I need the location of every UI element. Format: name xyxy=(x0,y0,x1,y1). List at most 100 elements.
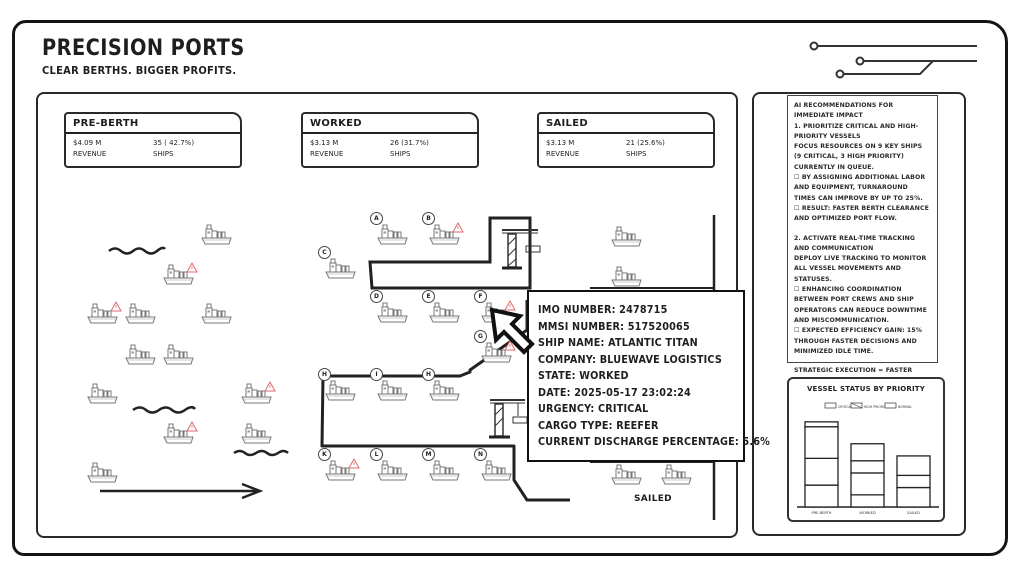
ai-rec-1-title: 1. PRIORITIZE CRITICAL AND HIGH-PRIORITY… xyxy=(794,122,919,140)
app-title: PRECISION PORTS xyxy=(42,36,245,61)
vessel-icon[interactable] xyxy=(480,458,514,482)
card-ships: 35 ( 42.7%) xyxy=(153,139,195,147)
legend-swatch xyxy=(824,402,837,409)
legend-label: CRITICAL xyxy=(838,405,853,409)
tooltip-discharge: CURRENT DISCHARGE PERCENTAGE: 5.6% xyxy=(538,436,771,448)
vessel-icon[interactable] xyxy=(610,264,644,288)
bar-segment xyxy=(850,472,885,496)
berth-label: D xyxy=(370,290,383,303)
app-tagline: CLEAR BERTHS. BIGGER PROFITS. xyxy=(42,64,237,77)
vessel-icon[interactable] xyxy=(86,460,120,484)
vessel-icon[interactable] xyxy=(376,222,410,246)
ai-heading: AI RECOMMENDATIONS FOR IMMEDIATE IMPACT xyxy=(794,102,894,120)
vessel-icon[interactable] xyxy=(240,421,274,445)
vessel-icon[interactable] xyxy=(376,300,410,324)
circuit-logo-icon xyxy=(809,41,977,79)
ai-rec-1-point: ☐ RESULT: FASTER BERTH CLEARANCE AND OPT… xyxy=(794,204,929,223)
berth-label: G xyxy=(474,330,487,343)
vessel-icon[interactable] xyxy=(162,262,196,286)
ai-summary: STRATEGIC EXECUTION = FASTER xyxy=(794,367,913,375)
vessel-icon[interactable] xyxy=(324,458,358,482)
warning-icon xyxy=(348,454,360,469)
ai-rec-2-point: ☐ EXPECTED EFFICIENCY GAIN: 15% THROUGH … xyxy=(794,327,923,355)
vessel-icon[interactable] xyxy=(162,342,196,366)
flow-arrow-icon xyxy=(100,482,264,500)
card-title: SAILED xyxy=(539,114,713,134)
ai-rec-2-body: DEPLOY LIVE TRACKING TO MONITOR ALL VESS… xyxy=(794,255,927,283)
vessel-tooltip: IMO NUMBER: 2478715 MMSI NUMBER: 5175200… xyxy=(527,290,771,462)
berth-label: I xyxy=(370,368,383,381)
bar-segment xyxy=(850,494,885,508)
warning-icon xyxy=(452,218,464,233)
tooltip-date: DATE: 2025-05-17 23:02:24 xyxy=(538,386,691,399)
card-ships: 26 (31.7%) xyxy=(390,139,429,147)
bar-segment xyxy=(896,455,931,477)
bar-segment xyxy=(850,443,885,462)
card-title: WORKED xyxy=(303,114,477,134)
card-revenue: $3.13 M xyxy=(546,139,575,147)
bar-segment xyxy=(896,486,931,508)
vessel-icon[interactable] xyxy=(124,301,158,325)
vessel-icon[interactable] xyxy=(428,222,462,246)
bar-segment xyxy=(850,460,885,474)
crane-icon xyxy=(502,229,541,270)
warning-icon xyxy=(110,297,122,312)
card-ships-label: SHIPS xyxy=(626,150,647,158)
bar-segment xyxy=(804,426,839,460)
wave-icon xyxy=(108,246,167,255)
bar-segment xyxy=(804,484,839,508)
tooltip-cargo-type: CARGO TYPE: REEFER xyxy=(538,419,659,432)
ai-recommendations-panel: AI RECOMMENDATIONS FOR IMMEDIATE IMPACT … xyxy=(787,95,938,374)
wave-icon xyxy=(233,449,289,457)
vessel-icon[interactable] xyxy=(86,381,120,405)
vessel-icon[interactable] xyxy=(376,458,410,482)
card-revenue-label: REVENUE xyxy=(73,150,107,158)
vessel-icon[interactable] xyxy=(610,462,644,486)
vessel-icon[interactable] xyxy=(324,378,358,402)
card-revenue-label: REVENUE xyxy=(546,150,580,158)
vessel-icon[interactable] xyxy=(428,458,462,482)
vessel-icon[interactable] xyxy=(324,256,358,280)
vessel-icon[interactable] xyxy=(240,381,274,405)
berth-label: L xyxy=(370,448,383,461)
vessel-icon[interactable] xyxy=(480,340,514,364)
vessel-icon[interactable] xyxy=(200,222,234,246)
vessel-icon[interactable] xyxy=(124,342,158,366)
vessel-icon[interactable] xyxy=(200,301,234,325)
bar-segment xyxy=(896,474,931,489)
berth-label: F xyxy=(474,290,487,303)
vessel-icon[interactable] xyxy=(162,421,196,445)
card-title: PRE-BERTH xyxy=(66,114,240,134)
legend-label: HIGH PRIORITY xyxy=(864,405,888,409)
sidebar-panel xyxy=(752,92,966,536)
card-revenue: $3.13 M xyxy=(310,139,339,147)
tooltip-mmsi: MMSI NUMBER: 517520065 xyxy=(538,320,690,333)
tooltip-ship-name: SHIP NAME: ATLANTIC TITAN xyxy=(538,337,698,349)
vessel-icon[interactable] xyxy=(610,224,644,248)
tooltip-imo: IMO NUMBER: 2478715 xyxy=(538,304,668,316)
bar-segment xyxy=(804,421,839,428)
x-tick-label: SAILED xyxy=(907,511,920,515)
warning-icon xyxy=(186,258,198,273)
vessel-icon[interactable] xyxy=(86,301,120,325)
ai-rec-2-title: 2. ACTIVATE REAL-TIME TRACKING AND COMMU… xyxy=(794,234,916,252)
tooltip-state: STATE: WORKED xyxy=(538,370,629,382)
tooltip-company: COMPANY: BLUEWAVE LOGISTICS xyxy=(538,353,723,366)
vessel-icon[interactable] xyxy=(660,462,694,486)
legend-label: NORMAL xyxy=(898,405,912,409)
berth-label: A xyxy=(370,212,383,225)
x-tick-label: PRE-BERTH xyxy=(812,511,832,515)
warning-icon xyxy=(186,417,198,432)
vessel-icon[interactable] xyxy=(428,300,462,324)
warning-icon xyxy=(264,377,276,392)
tooltip-urgency: URGENCY: CRITICAL xyxy=(538,403,649,415)
status-card-sailed[interactable]: SAILED $3.13 M 21 (25.6%) REVENUE SHIPS xyxy=(537,112,715,168)
card-ships: 21 (25.6%) xyxy=(626,139,665,147)
vessel-icon[interactable] xyxy=(428,378,462,402)
vessel-icon[interactable] xyxy=(376,378,410,402)
card-revenue: $4.09 M xyxy=(73,139,102,147)
